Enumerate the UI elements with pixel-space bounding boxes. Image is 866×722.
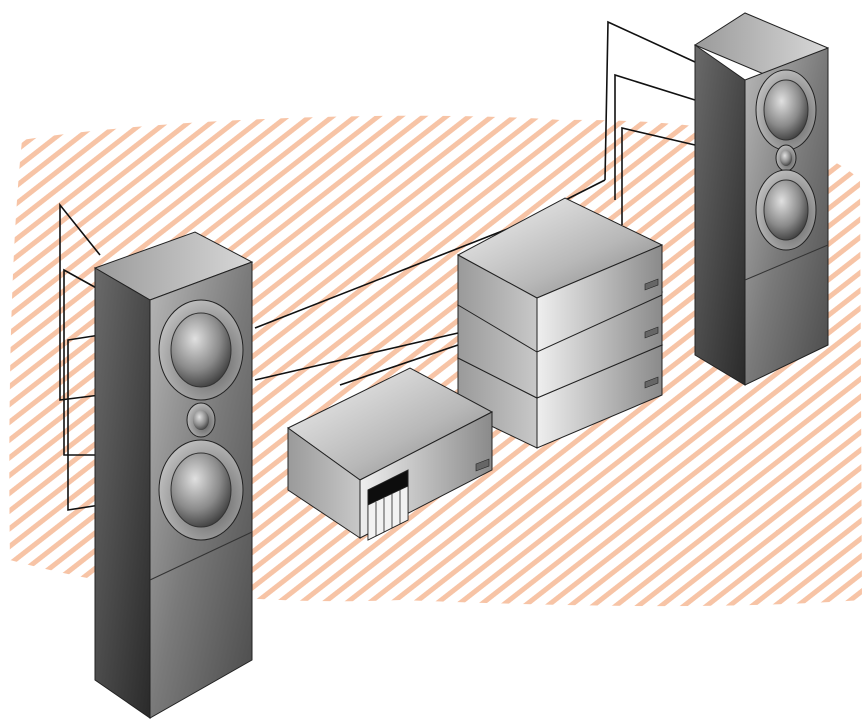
woofer-upper-icon [158,299,244,401]
cd-player [287,367,494,541]
amplifier-stack [456,197,664,449]
tweeter-icon [775,144,797,172]
right-speaker [693,12,830,386]
woofer-upper-icon [755,69,817,151]
left-speaker [93,231,254,719]
woofer-lower-icon [158,439,244,541]
woofer-lower-icon [755,169,817,251]
amplifier-unit-top [456,197,664,353]
disc-tray-icon [367,469,409,541]
tweeter-icon [186,402,216,438]
